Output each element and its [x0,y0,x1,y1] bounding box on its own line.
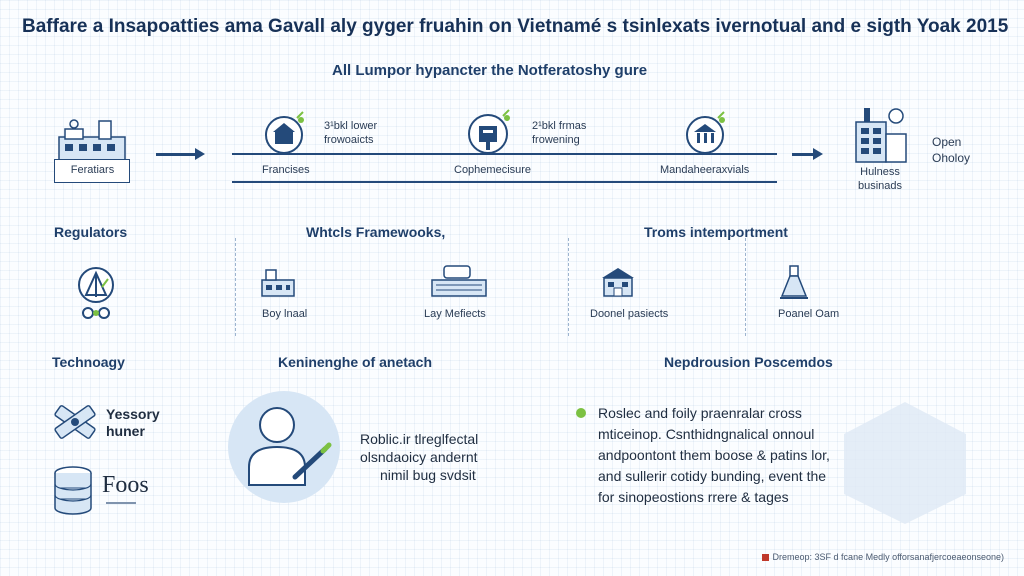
tools-cross-icon [54,405,96,439]
node-2-note-line2: frowening [532,134,580,146]
node-3-label: Mandaheeraxvials [660,164,750,176]
flow-arrow-2 [792,153,814,156]
flow-arrow-1 [156,153,196,156]
nepdrousion-text-line3: andpoontont them boose & patins lor, [598,447,830,463]
footer-text: Dremeop: 3SF d fcane Medly offorsanafjer… [772,552,1004,562]
transport-item-1-label: Doonel pasiects [590,308,669,320]
office-building-icon [855,108,907,163]
keninenghe-text-line1: Roblic.ir tlreglfectal [360,431,479,447]
divider-2 [568,238,569,336]
nepdrousion-text-line5: for sinopeostions rrere & tages [598,489,789,505]
database-icon [54,466,92,515]
background-hex-shape [844,402,966,524]
page-title: Baffare a Insapoatties ama Gavall aly gy… [22,16,1009,37]
end-side-label-line1: Open [932,135,962,149]
framework-item-1-label: Boy lnaal [262,308,308,320]
transport-item-2-label: Poanel Oam [778,308,840,320]
bullet-dot-icon [576,408,586,418]
section-frameworks: Whtcls Framewooks, [306,224,446,240]
section-technology: Technoagy [52,354,125,370]
node-2-label: Cophemecisure [454,164,532,176]
diagram-subtitle: All Lumpor hypancter the Notferatoshy gu… [332,62,648,79]
section-nepdrousion: Nepdrousion Poscemdos [664,354,833,370]
node-2-note-line1: 2¹bkl frmas [532,120,587,132]
flow-line-bottom [232,181,777,183]
end-node-label-line2: businads [857,180,903,192]
flask-port-icon [780,265,808,299]
foos-underline [106,502,136,504]
framework-item-2-label: Lay Mefiects [424,308,486,320]
factory-icon [58,119,126,162]
factory-small-icon [261,269,295,297]
section-transport: Troms intemportment [644,224,788,240]
nepdrousion-text-line2: mticeinop. Csnthidngnalical onnoul [598,426,815,442]
tech-item-yessory-line2: huner [106,423,145,439]
section-regulators: Regulators [54,224,128,240]
divider-1 [235,238,236,336]
node-1-note-line2: frowoaicts [324,134,374,146]
keninenghe-text-line2: olsndaoicy andernt [360,449,478,465]
end-side-label-line2: Oholoy [932,151,971,165]
tech-item-yessory-line1: Yessory [106,406,160,422]
end-node-label-line1: Hulness [860,166,900,178]
truck-platform-icon [431,265,487,297]
node-1-label: Francises [262,164,310,176]
person-writing-icon [228,391,340,503]
logo-mark-icon [761,554,769,562]
bank-badge-icon [686,111,725,154]
document-badge-icon [468,109,510,154]
keninenghe-text-line3: nimil bug svdsit [380,467,476,483]
start-node-box [54,159,130,183]
start-node-label: Feratiars [70,164,115,176]
nepdrousion-text-line1: Roslec and foily praenralar cross [598,405,802,421]
divider-3 [745,238,746,336]
flow-line-top [232,153,777,155]
arrowhead-icon [813,148,823,160]
warehouse-icon [602,268,634,297]
nepdrousion-text-line4: and sullerir cotidy bunding, event the [598,468,827,484]
node-1-note-line1: 3¹bkl lower [324,120,378,132]
footer-credit: Dremeop: 3SF d fcane Medly offorsanafjer… [761,552,1004,562]
section-keninenghe: Keninenghe of anetach [278,354,433,370]
building-badge-icon [265,111,304,154]
tech-item-foos: Foos [102,472,149,498]
arrowhead-icon [195,148,205,160]
scales-regulation-icon [78,267,114,319]
